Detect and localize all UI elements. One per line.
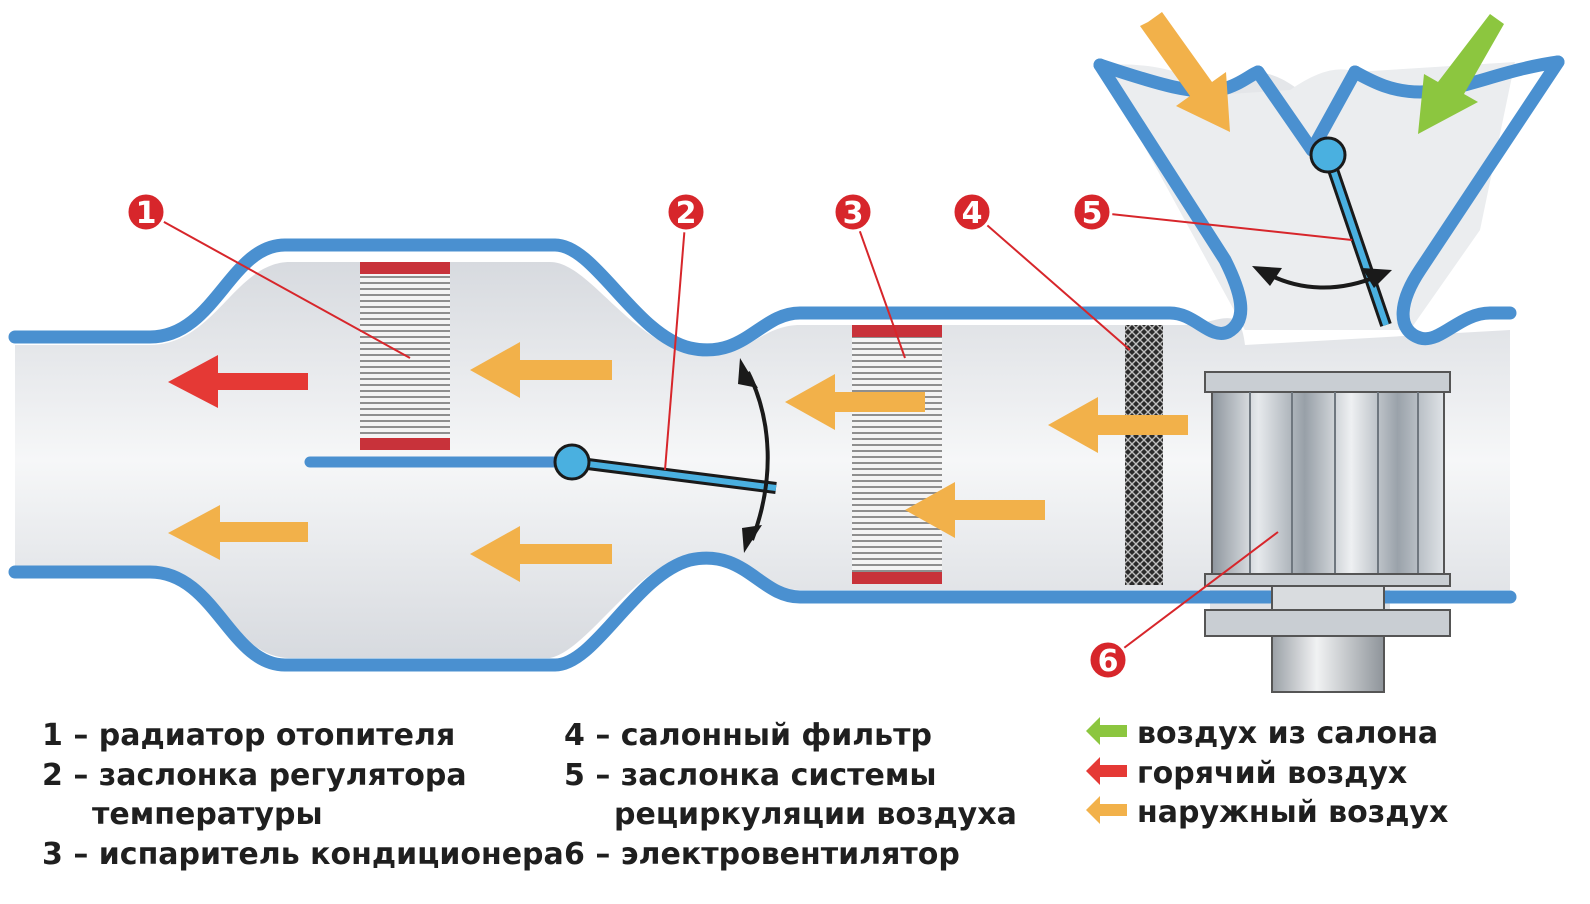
funnel-right-wall <box>1396 55 1565 346</box>
outside-air-arrow <box>785 374 925 430</box>
callout-6: 6 <box>1087 639 1129 681</box>
ac-evaporator <box>852 325 942 584</box>
outside-air-arrow <box>470 526 612 582</box>
leader-lines <box>145 211 1353 661</box>
callout-4: 4 <box>951 191 993 233</box>
green-arrow-icon <box>1086 717 1127 745</box>
flap-pivot-icon <box>553 443 591 481</box>
red-arrow-icon <box>1086 757 1127 785</box>
legend-item-2: 2 – заслонка регулятора <box>42 758 467 793</box>
callout-2: 2 <box>665 191 707 233</box>
outside-air-inlet-arrow <box>1140 12 1230 132</box>
legend-item-5-cont: рециркуляции воздуха <box>614 797 1017 832</box>
leader-2 <box>664 211 687 471</box>
temperature-flap <box>553 358 777 553</box>
outside-air-arrow <box>168 505 308 560</box>
callout-1-label: 1 <box>136 196 157 231</box>
callouts: 1 2 3 4 5 6 <box>125 191 1129 681</box>
legend-item-3: 3 – испаритель кондиционера <box>42 837 564 872</box>
legend-hot-air: горячий воздух <box>1086 756 1407 791</box>
legend-item-6: 6 – электровентилятор <box>564 837 960 872</box>
orange-arrow-icon <box>1086 796 1127 824</box>
callout-6-label: 6 <box>1098 644 1119 679</box>
callout-5-label: 5 <box>1082 196 1103 231</box>
callout-3: 3 <box>832 191 874 233</box>
legend-air: воздух из салона горячий воздух наружный… <box>1086 716 1448 830</box>
legend-components: 1 – радиатор отопителя 2 – заслонка регу… <box>42 718 1017 872</box>
recirc-motion-icon <box>1263 270 1379 290</box>
callout-5: 5 <box>1071 191 1113 233</box>
legend-item-5: 5 – заслонка системы <box>564 758 937 793</box>
legend-cabin-air-label: воздух из салона <box>1137 716 1438 751</box>
leader-4 <box>971 211 1131 351</box>
cabin-air-inlet-arrow <box>1418 14 1504 134</box>
outside-air-arrow <box>905 482 1045 538</box>
leader-1 <box>145 211 411 359</box>
leader-6 <box>1107 531 1279 661</box>
recirc-pivot-icon <box>1309 136 1347 174</box>
callout-1: 1 <box>125 191 167 233</box>
cabin-filter <box>1125 325 1163 585</box>
callout-3-label: 3 <box>843 196 864 231</box>
legend-outside-air-label: наружный воздух <box>1137 795 1448 830</box>
electric-fan <box>1204 371 1451 693</box>
legend-outside-air: наружный воздух <box>1086 795 1448 830</box>
outside-air-arrow <box>470 342 612 398</box>
flap-motion-icon <box>746 371 770 541</box>
callout-2-label: 2 <box>676 196 697 231</box>
leader-3 <box>852 211 906 359</box>
legend-cabin-air: воздух из салона <box>1086 716 1438 751</box>
legend-item-4: 4 – салонный фильтр <box>564 718 932 753</box>
legend-item-2-cont: температуры <box>92 797 323 832</box>
outside-air-arrow <box>1048 397 1188 453</box>
callout-4-label: 4 <box>962 196 983 231</box>
duct-walls <box>8 55 1565 672</box>
air-arrows <box>168 12 1504 582</box>
hot-air-arrow <box>168 355 308 408</box>
legend-item-1: 1 – радиатор отопителя <box>42 718 455 753</box>
legend-hot-air-label: горячий воздух <box>1137 756 1407 791</box>
duct-wall-bottom <box>8 551 1277 672</box>
recirculation-flap <box>1252 136 1392 327</box>
leader-5 <box>1091 211 1353 241</box>
duct-wall-top <box>8 58 1248 357</box>
